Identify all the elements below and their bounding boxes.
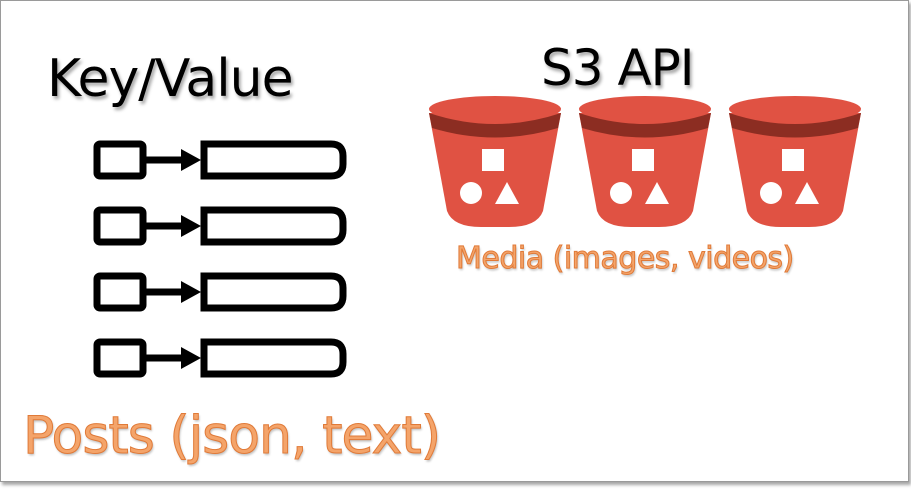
s3-api-title: S3 API: [541, 39, 695, 97]
s3-bucket-icon: [579, 96, 711, 227]
value-box: [200, 272, 347, 312]
value-box: [200, 140, 347, 180]
key-box: [93, 338, 147, 378]
square-icon: [782, 149, 804, 171]
arrow-head: [181, 347, 201, 369]
bucket-rim: [429, 96, 561, 122]
key-value-pair-icon: [93, 140, 347, 180]
key-value-title: Key/Value: [47, 49, 294, 109]
key-box: [93, 272, 147, 312]
media-caption: Media (images, videos): [456, 241, 795, 277]
bucket-rim: [729, 96, 861, 122]
bucket-rim-shadow: [729, 113, 861, 138]
circle-icon: [610, 182, 632, 204]
bucket-group: [429, 96, 861, 227]
bucket-rim-shadow: [429, 113, 561, 138]
s3-bucket-icon: [429, 96, 561, 227]
value-box: [200, 338, 347, 378]
value-box: [200, 206, 347, 246]
bucket-rim-shadow: [579, 113, 711, 138]
s3-bucket-icon: [729, 96, 861, 227]
arrow-head: [181, 281, 201, 303]
triangle-icon: [795, 182, 819, 204]
key-box: [93, 140, 147, 180]
circle-icon: [460, 182, 482, 204]
key-box: [93, 206, 147, 246]
circle-icon: [760, 182, 782, 204]
square-icon: [482, 149, 504, 171]
key-value-pair-icon: [93, 338, 347, 378]
triangle-icon: [645, 182, 669, 204]
arrow-head: [181, 149, 201, 171]
square-icon: [632, 149, 654, 171]
arrow-head: [181, 215, 201, 237]
bucket-rim: [579, 96, 711, 122]
key-value-pair-icon: [93, 206, 347, 246]
posts-caption: Posts (json, text): [23, 406, 442, 467]
triangle-icon: [495, 182, 519, 204]
key-value-list: [93, 140, 347, 378]
key-value-pair-icon: [93, 272, 347, 312]
